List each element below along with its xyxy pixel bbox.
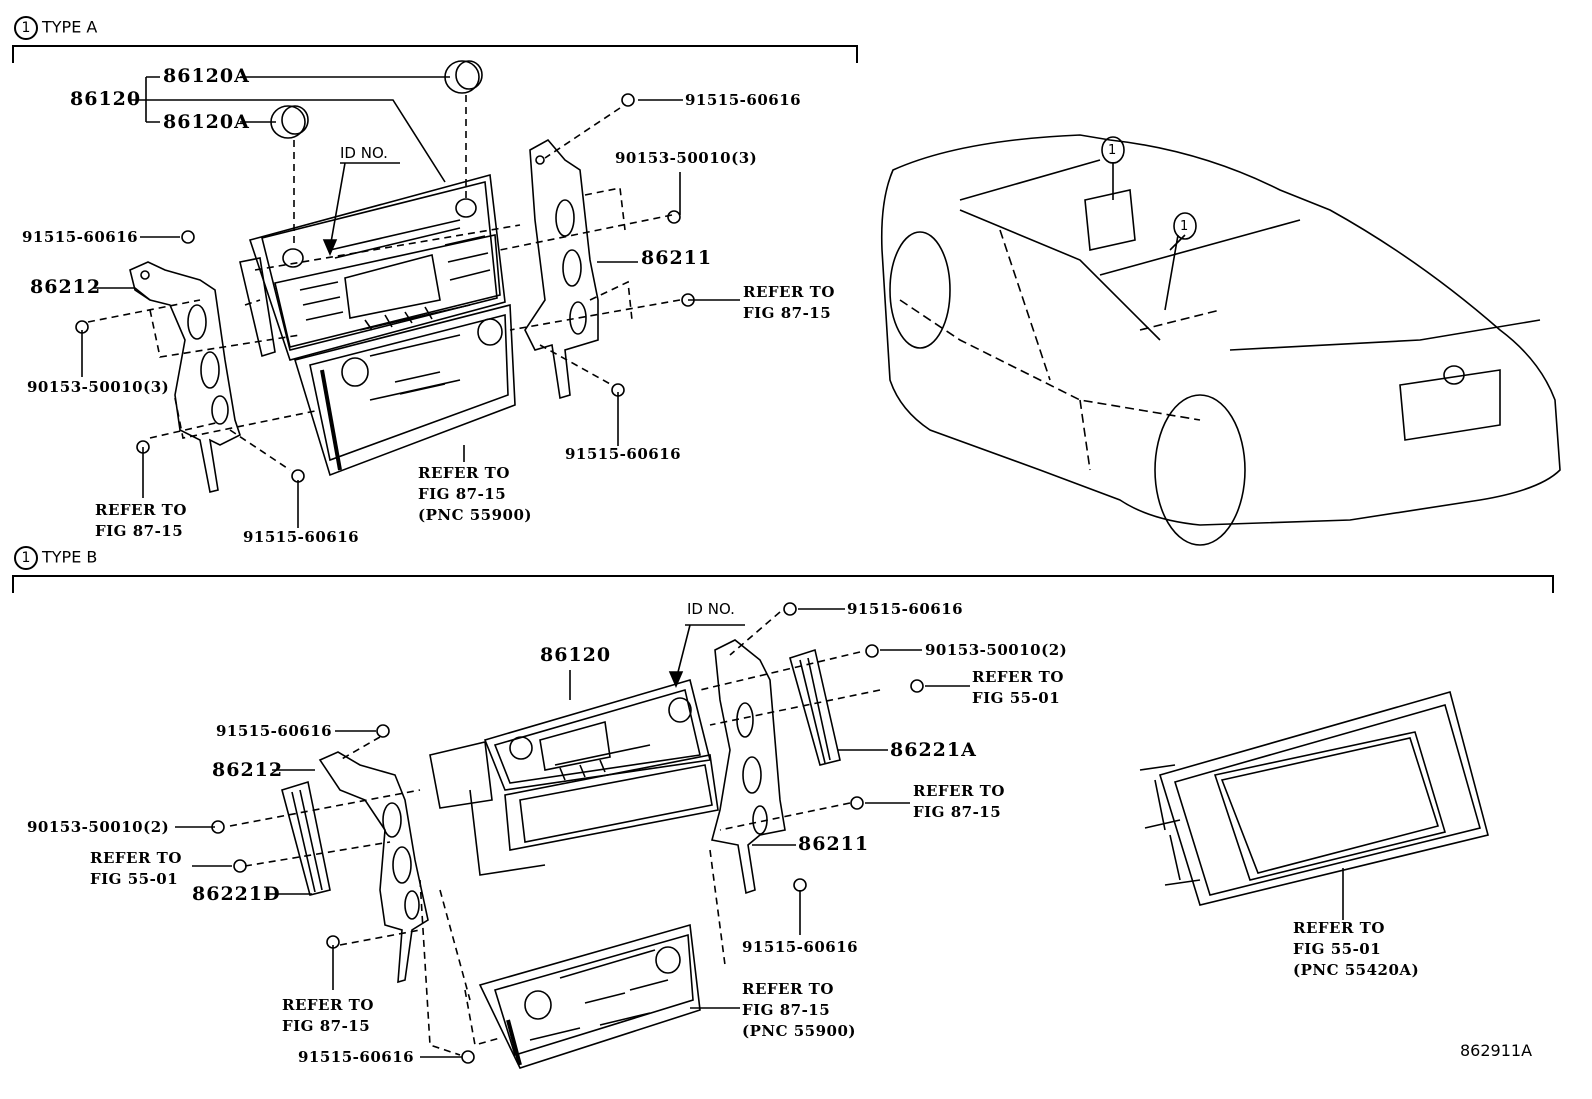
label-86221a: 86221A (890, 739, 977, 761)
vehicle-callout-1a: 1 (1108, 143, 1117, 158)
type-b-title-text: TYPE B (42, 547, 98, 567)
label-91515-60616-b1: 91515-60616 (847, 600, 964, 618)
type-b-bracket-86212 (320, 752, 428, 982)
label-id-no-a: ID NO. (340, 144, 388, 162)
vehicle-callouts (1102, 137, 1196, 239)
label-90153-50010-a-right: 90153-50010(3) (615, 149, 758, 167)
vehicle-outline (882, 135, 1560, 545)
label-refer-fig-87-15-b-left: REFER TO FIG 87-15 (282, 996, 374, 1035)
type-a-knob-bottom (271, 106, 308, 138)
vehicle-callout-1b: 1 (1180, 219, 1189, 234)
label-91515-60616-b3: 91515-60616 (742, 938, 859, 956)
label-refer-fig-55-01-b-left: REFER TO FIG 55-01 (90, 849, 182, 888)
type-b-bracket-86221d (282, 782, 330, 895)
label-86211-b: 86211 (798, 833, 870, 855)
label-90153-50010-a-left: 90153-50010(3) (27, 378, 170, 396)
type-b-lower-panel (465, 925, 700, 1068)
label-refer-pnc-55900-b: REFER TO FIG 87-15 (PNC 55900) (742, 980, 857, 1040)
figure-id: 862911A (1460, 1041, 1533, 1060)
label-86212-b: 86212 (212, 759, 284, 781)
label-refer-fig-87-15-b-right: REFER TO FIG 87-15 (913, 782, 1005, 821)
label-86120-b: 86120 (540, 644, 612, 666)
type-a-fasteners (76, 94, 694, 482)
type-a-bracket-86212 (130, 262, 240, 492)
label-91515-60616-b2: 91515-60616 (216, 722, 333, 740)
type-a-leaders (82, 77, 740, 528)
type-b-bracket-86211 (712, 640, 785, 893)
label-91515-60616-a3: 91515-60616 (565, 445, 682, 463)
section-marker-b: 1 (14, 546, 38, 570)
label-id-no-b: ID NO. (687, 600, 735, 618)
type-b-bracket-86221a (790, 650, 840, 765)
section-marker-a: 1 (14, 16, 38, 40)
label-86120-a: 86120 (70, 88, 142, 110)
type-a-title-text: TYPE A (42, 17, 98, 37)
type-a-bracket-86211 (525, 140, 598, 398)
label-86221d: 86221D (192, 883, 281, 905)
label-refer-fig-87-15-a-right: REFER TO FIG 87-15 (743, 283, 835, 322)
label-refer-fig-87-15-a-left: REFER TO FIG 87-15 (95, 501, 187, 540)
type-b-leaders (175, 609, 1343, 1057)
label-86120a-top: 86120A (163, 65, 250, 87)
type-a-knob-top (445, 61, 482, 93)
label-86212-a: 86212 (30, 276, 102, 298)
label-refer-fig-55-01-b-right: REFER TO FIG 55-01 (972, 668, 1064, 707)
type-b-section-bracket (13, 576, 1553, 593)
label-86211-a: 86211 (641, 247, 713, 269)
type-b-audio-unit (430, 680, 718, 875)
label-refer-pnc-55900-a: REFER TO FIG 87-15 (PNC 55900) (418, 464, 533, 524)
label-91515-60616-b4: 91515-60616 (298, 1048, 415, 1066)
label-86120a-bottom: 86120A (163, 111, 250, 133)
label-refer-pnc-55420a: REFER TO FIG 55-01 (PNC 55420A) (1293, 919, 1420, 979)
type-b-fasteners (212, 603, 923, 1063)
label-90153-50010-b-left: 90153-50010(2) (27, 818, 170, 836)
type-b-bezel (1140, 692, 1488, 905)
type-a-audio-unit (240, 175, 515, 475)
type-a-section-bracket (13, 46, 857, 63)
label-91515-60616-a2: 91515-60616 (22, 228, 139, 246)
label-91515-60616-a4: 91515-60616 (243, 528, 360, 546)
label-91515-60616-a1: 91515-60616 (685, 91, 802, 109)
label-90153-50010-b-right: 90153-50010(2) (925, 641, 1068, 659)
